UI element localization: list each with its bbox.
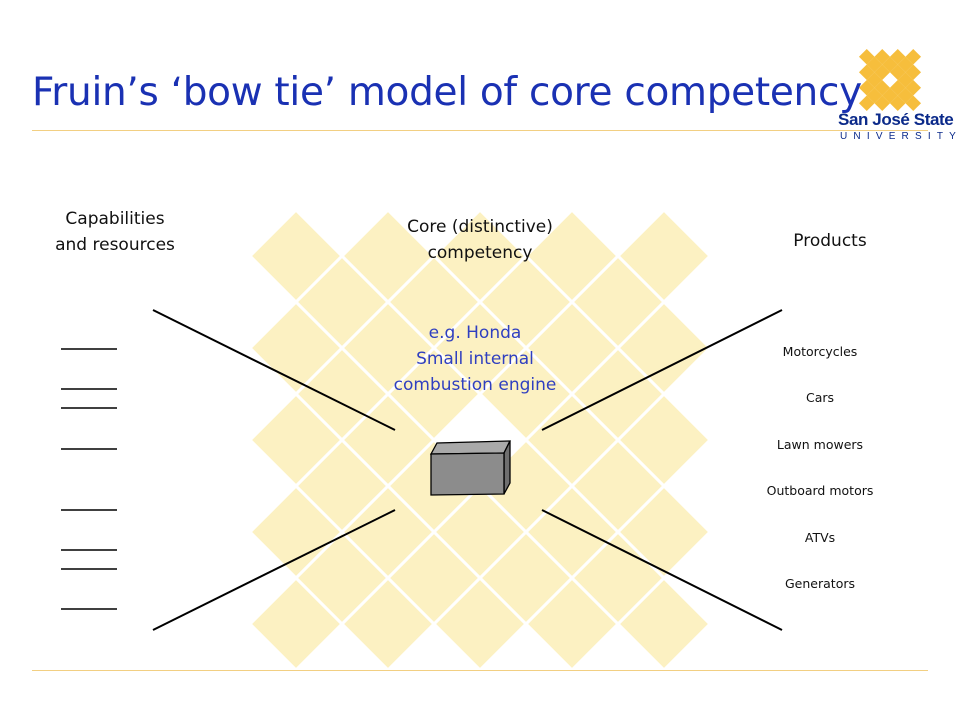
footer-divider: [32, 670, 928, 671]
bow-tie-line-upper-right: [541, 309, 783, 431]
product-item: Motorcycles: [782, 344, 858, 359]
core-competency-heading: Core (distinctive) competency: [407, 217, 553, 263]
honda-example-text: e.g. Honda Small internal combustion eng…: [393, 323, 557, 395]
logo-university-name: San José State: [838, 110, 954, 129]
product-item: Outboard motors: [766, 483, 874, 499]
engine-box-icon: [429, 440, 512, 496]
slide-title: Fruin’s ‘bow tie’ model of core competen…: [32, 70, 862, 115]
bow-tie-line-upper-left: [152, 309, 396, 431]
bow-tie-line-lower-left: [152, 509, 396, 631]
product-list: Motorcycles Cars Lawn mowers Outboard mo…: [740, 338, 900, 616]
title-divider: [32, 130, 928, 131]
logo-university-label: UNIVERSITY: [840, 131, 960, 142]
capabilities-heading: Capabilities and resources: [55, 209, 175, 255]
sjsu-sun-logo-icon: [858, 48, 922, 112]
product-item: Lawn mowers: [776, 436, 864, 452]
product-item: Cars: [805, 390, 835, 406]
products-heading: Products: [793, 231, 867, 251]
bow-tie-line-lower-right: [541, 509, 783, 631]
product-item: Generators: [785, 575, 855, 591]
product-item: ATVs: [804, 529, 836, 545]
